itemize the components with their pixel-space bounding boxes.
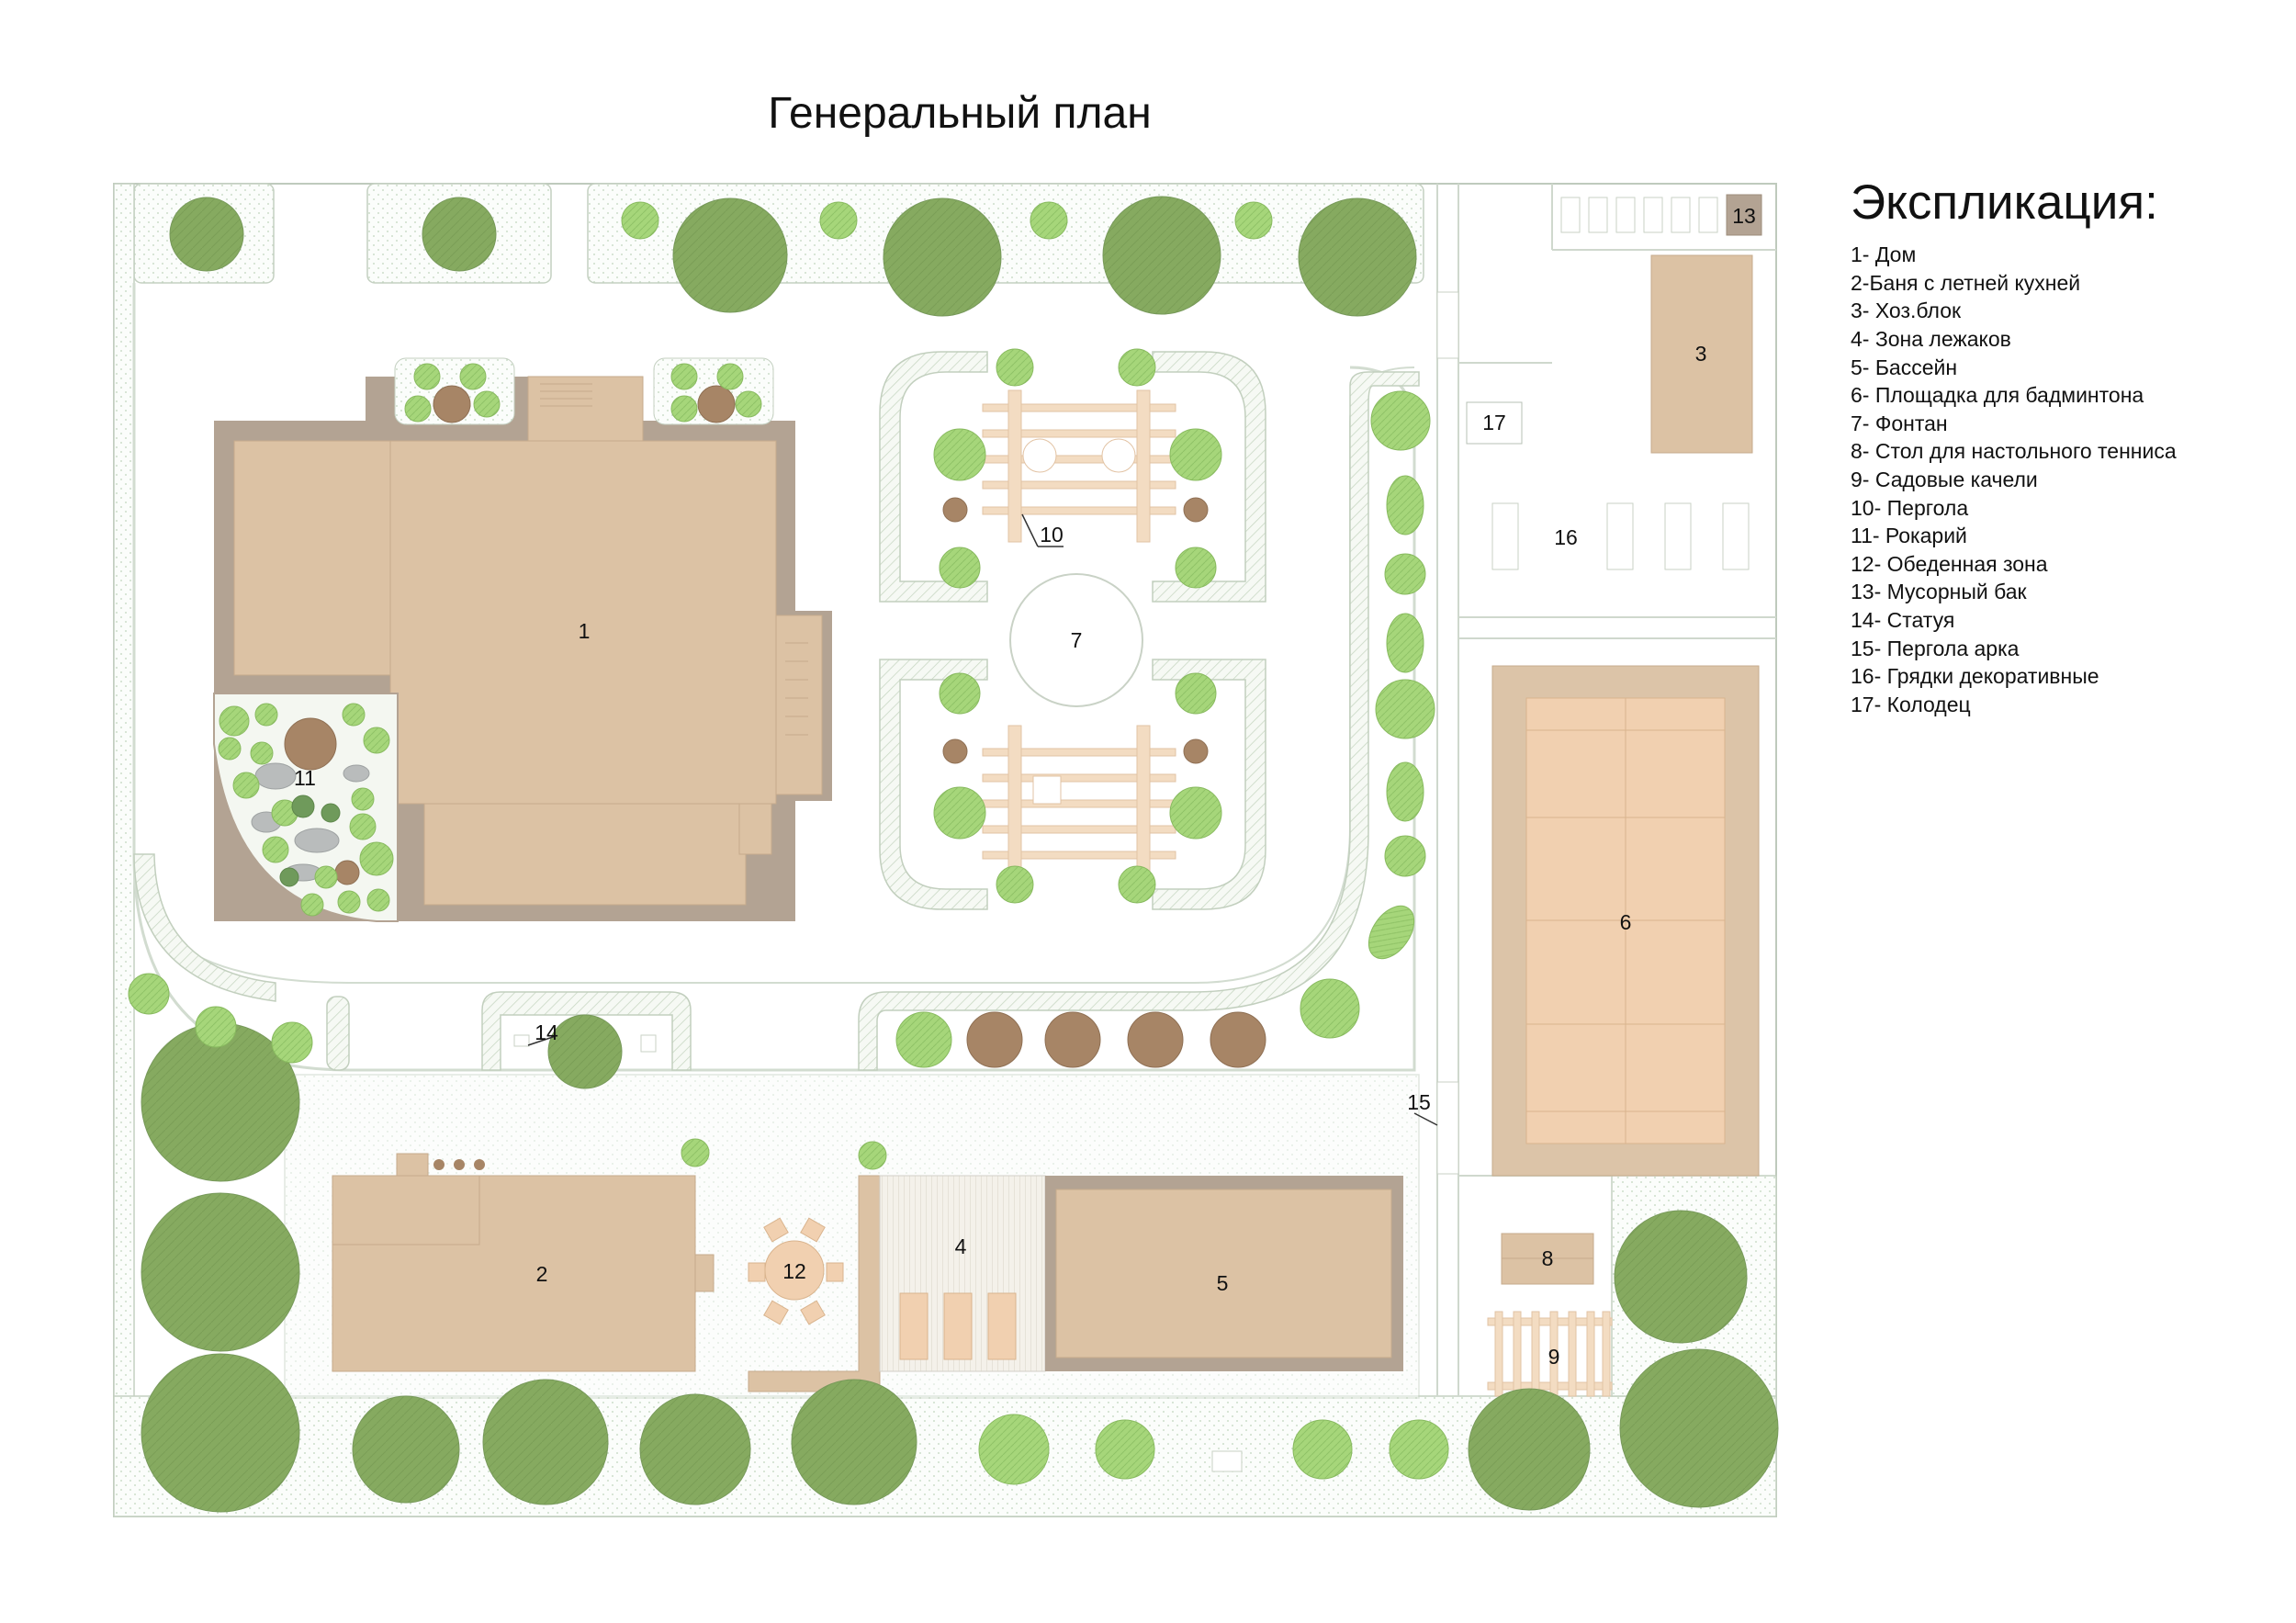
legend-items: 1- Дом 2-Баня с летней кухней 3- Хоз.блок 4… — [1851, 241, 2282, 718]
legend-item: 5- Бассейн — [1851, 355, 1958, 379]
label-lounger-zone: 4 — [955, 1234, 967, 1258]
hatched-borders — [133, 371, 1420, 1071]
label-house: 1 — [579, 619, 591, 643]
page-title: Генеральный план — [768, 89, 1152, 138]
label-statue: 14 — [535, 1020, 558, 1044]
label-utility-block: 3 — [1695, 342, 1707, 366]
label-bathhouse: 2 — [536, 1262, 548, 1286]
label-trash-bin: 13 — [1732, 204, 1756, 228]
label-fountain: 7 — [1071, 628, 1083, 652]
label-pergola-arch: 15 — [1407, 1090, 1431, 1114]
legend: Экспликация: 1- Дом 2-Баня с летней кухне… — [1851, 175, 2282, 718]
label-swings: 9 — [1548, 1345, 1560, 1369]
tennis-table — [1501, 1233, 1594, 1285]
label-badminton: 6 — [1620, 910, 1632, 934]
legend-item: 2-Баня с летней кухней — [1851, 270, 2081, 295]
legend-item: 13- Мусорный бак — [1851, 580, 2027, 604]
garden-beds — [1491, 502, 1750, 570]
rockery-dark-shrubs — [279, 795, 341, 887]
legend-item: 3- Хоз.блок — [1851, 299, 1962, 323]
house — [214, 376, 832, 921]
legend-item: 15- Пергола арка — [1851, 636, 2020, 660]
legend-item: 10- Пергола — [1851, 495, 1969, 520]
trees-brown — [284, 385, 1266, 1068]
legend-item: 14- Статуя — [1851, 608, 1955, 633]
utility-block — [1650, 254, 1753, 454]
fountain — [1009, 573, 1143, 707]
label-garden-beds: 16 — [1554, 525, 1578, 549]
label-well: 17 — [1482, 411, 1506, 434]
gate-post — [1436, 291, 1459, 359]
legend-item: 9- Садовые качели — [1851, 468, 2038, 492]
trash-bin — [1726, 194, 1762, 236]
legend-title: Экспликация: — [1851, 175, 2158, 230]
statue-bed — [513, 1034, 1243, 1472]
shrubs — [128, 201, 1449, 1485]
pergola-bottom — [982, 725, 1176, 887]
legend-item: 7- Фонтан — [1851, 411, 1948, 435]
label-pergola: 10 — [1040, 523, 1064, 547]
garden-swings — [1487, 1311, 1613, 1397]
well — [1466, 401, 1523, 445]
pool — [1045, 1176, 1403, 1371]
legend-item: 8- Стол для настольного тенниса — [1851, 439, 2177, 464]
bathhouse — [332, 1153, 715, 1372]
trees-large — [141, 196, 1779, 1513]
label-pool: 5 — [1217, 1271, 1229, 1295]
legend-item: 16- Грядки декоративные — [1851, 664, 2099, 689]
parterre-beds — [879, 351, 1266, 910]
leader-lines — [527, 513, 1438, 1126]
legend-item: 11- Рокарий — [1851, 524, 1967, 548]
label-rockery: 11 — [294, 766, 316, 790]
label-tennis-table: 8 — [1542, 1246, 1554, 1270]
pergola-arch — [1436, 1081, 1459, 1175]
legend-item: 4- Зона лежаков — [1851, 327, 2011, 352]
lounger-zone — [879, 1175, 1046, 1372]
badminton-court — [1491, 665, 1760, 1177]
legend-item: 17- Колодец — [1851, 692, 1971, 716]
label-dining: 12 — [782, 1259, 806, 1283]
dining-table — [748, 1217, 844, 1325]
legend-item: 12- Обеденная зона — [1851, 551, 2048, 576]
legend-item: 1- Дом — [1851, 242, 1917, 267]
legend-item: 6- Площадка для бадминтона — [1851, 383, 2144, 408]
pergola-top — [982, 389, 1176, 543]
